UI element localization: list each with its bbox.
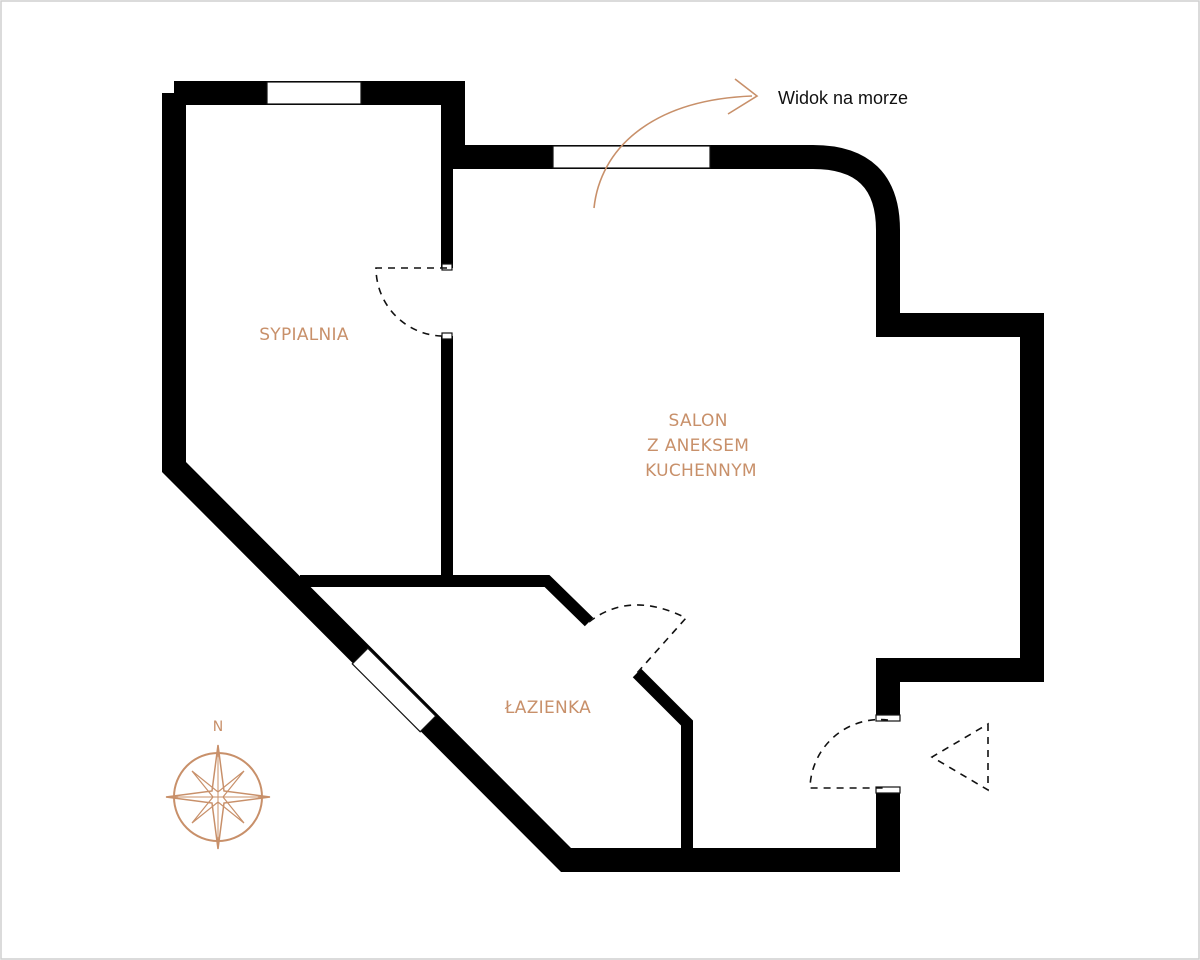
room-labels: SYPIALNIA SALON Z ANEKSEM KUCHENNYM ŁAZI… bbox=[259, 325, 757, 718]
exterior-wall bbox=[174, 81, 1044, 720]
window-bathroom bbox=[351, 647, 437, 733]
room-label-line: KUCHENNYM bbox=[645, 461, 757, 481]
sea-view-arrow bbox=[593, 95, 753, 209]
room-label-line: SYPIALNIA bbox=[259, 325, 349, 345]
entrance-door bbox=[809, 718, 889, 789]
windows bbox=[266, 81, 711, 733]
sea-view-label: Widok na morze bbox=[778, 88, 908, 108]
window-living bbox=[552, 145, 711, 169]
doors bbox=[375, 263, 989, 794]
exterior-wall-lower bbox=[162, 93, 900, 872]
exterior-walls bbox=[162, 81, 1044, 872]
room-label-line: ŁAZIENKA bbox=[504, 698, 591, 718]
window-bedroom bbox=[266, 81, 362, 105]
arrow-head-icon bbox=[727, 78, 759, 115]
room-label-living: SALON Z ANEKSEM KUCHENNYM bbox=[645, 411, 757, 481]
bathroom-door bbox=[588, 604, 688, 674]
interior-walls bbox=[300, 100, 693, 852]
room-label-bedroom: SYPIALNIA bbox=[259, 325, 349, 345]
compass-north-label: N bbox=[213, 719, 223, 735]
bathroom-top-wall bbox=[300, 575, 594, 627]
door-cap bbox=[875, 786, 901, 794]
bedroom-door bbox=[375, 267, 448, 337]
entrance-arrow bbox=[930, 722, 989, 792]
door-cap bbox=[441, 263, 453, 271]
door-cap bbox=[441, 332, 453, 340]
room-label-line: SALON bbox=[669, 411, 728, 431]
door-cap bbox=[875, 714, 901, 722]
compass-diagonal-icon bbox=[191, 770, 245, 824]
sea-view-indicator: Widok na morze bbox=[593, 78, 908, 209]
room-label-bathroom: ŁAZIENKA bbox=[504, 698, 591, 718]
compass-rose: N bbox=[165, 719, 271, 850]
bathroom-right-wall bbox=[632, 668, 693, 852]
room-label-line: Z ANEKSEM bbox=[647, 436, 749, 456]
